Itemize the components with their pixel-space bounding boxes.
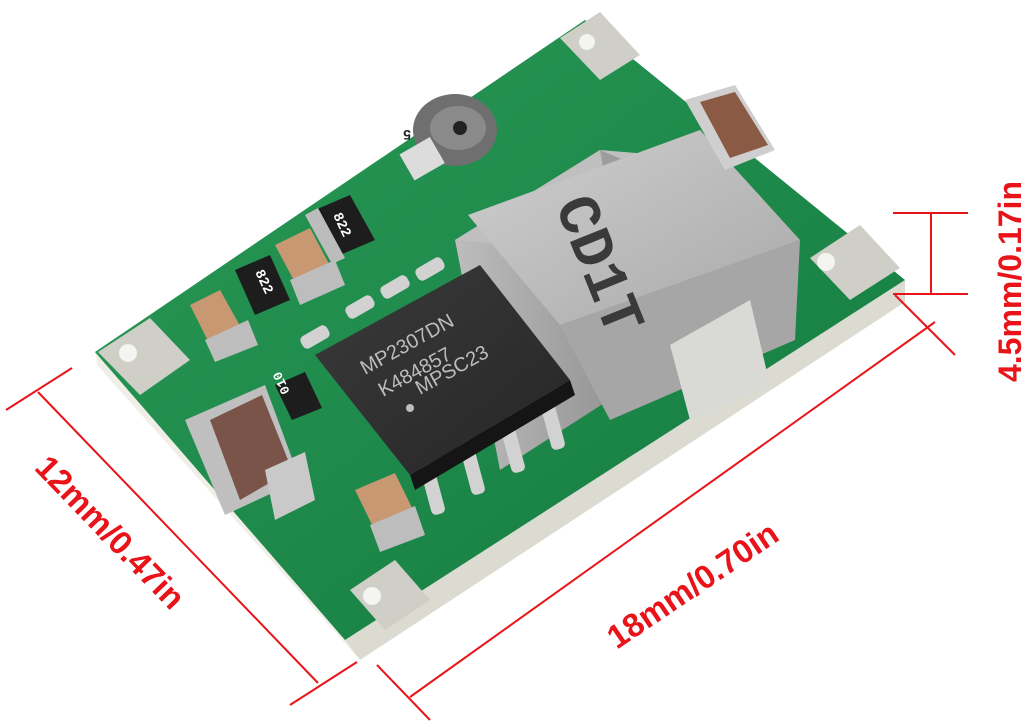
capacitor-bottom	[355, 473, 425, 552]
capacitor-left	[190, 290, 258, 362]
dim-18mm-line	[409, 321, 936, 698]
ic-chip: MP2307DN K484857 MPSC23	[300, 257, 575, 515]
capacitor-top-right	[685, 85, 775, 170]
height-dimension-label: 4.5mm/0.17in	[992, 181, 1024, 382]
inductor: CD1T	[455, 130, 800, 470]
resistor-822-top: 822	[305, 195, 375, 264]
potentiometer-marking: 5	[403, 127, 411, 143]
dim-18mm-tick-right	[894, 294, 956, 356]
dim-18mm-tick-left	[376, 664, 431, 721]
dim-12mm-tick-bottom	[289, 661, 358, 706]
dim-12mm-line	[37, 391, 319, 684]
potentiometer: 5	[399, 94, 497, 181]
capacitor-input	[185, 385, 315, 520]
resistor-822-bottom: 822	[235, 255, 290, 315]
capacitor-small	[275, 228, 345, 305]
dim-12mm-tick-top	[5, 367, 73, 411]
output-pad	[670, 300, 770, 420]
dimension-lines	[5, 212, 968, 721]
